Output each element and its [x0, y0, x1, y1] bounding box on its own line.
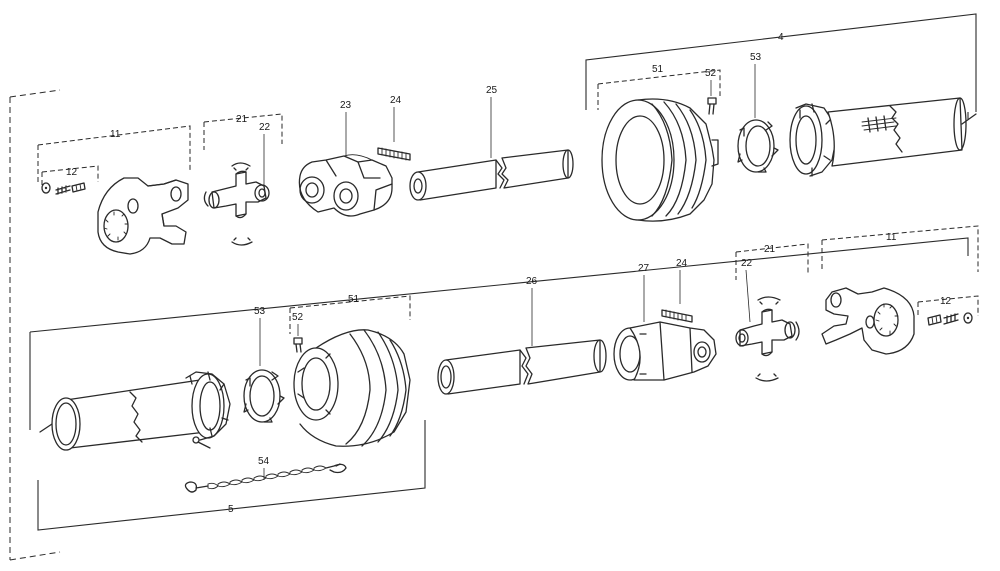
bearing-ring-lower: 53 [243, 306, 285, 423]
callout-outer-yoke: 27 [638, 263, 650, 274]
callout-pin-lower: 24 [676, 258, 688, 269]
callout-yoke-right: 11 [886, 232, 897, 243]
guard-cone-lower [293, 329, 411, 447]
cross-upper [203, 162, 270, 246]
cross-lower [735, 296, 800, 382]
callout-cross-kit-left: 21 [236, 114, 248, 125]
guard-tube-lower [39, 371, 231, 451]
bracket-11-upper: 11 [37, 125, 191, 185]
pin-lower: 24 [661, 258, 693, 323]
tube-outer: 26 [437, 276, 607, 395]
callout-inner-yoke: 23 [340, 100, 352, 111]
inner-yoke: 23 [298, 100, 393, 217]
callout-cross-left: 22 [259, 122, 271, 133]
callout-cross-right: 22 [741, 258, 753, 269]
bracket-12-upper: 12 [41, 165, 99, 190]
callout-upper-assembly: 4 [778, 32, 784, 43]
guard-cone-upper [601, 98, 719, 222]
bolt-set-right [927, 312, 973, 326]
bracket-51-lower: 51 52 [289, 294, 411, 336]
callout-bearing-ring-upper: 53 [750, 52, 762, 63]
bracket-21-lower: 21 22 [735, 243, 809, 323]
callout-yoke-left: 11 [110, 129, 121, 140]
bracket-21-upper: 21 22 [203, 113, 283, 190]
callout-bearing-ring-lower: 53 [254, 306, 266, 317]
callout-screw-upper: 52 [705, 68, 717, 79]
bracket-11-lower: 11 [821, 225, 979, 272]
bearing-ring-upper: 53 [737, 52, 779, 173]
callout-bolt-right: 12 [940, 296, 952, 307]
frame-lines [9, 13, 977, 561]
tube-inner: 25 [409, 85, 574, 201]
callout-safety-chain: 54 [258, 456, 270, 467]
bracket-12-lower: 12 [917, 295, 979, 318]
bolt-set-left [41, 182, 86, 195]
screw-lower [293, 337, 303, 353]
screw-upper [707, 97, 717, 115]
callout-guard-cone-lower: 51 [348, 294, 360, 305]
bracket-51-upper: 51 52 [597, 64, 721, 110]
callout-cross-kit-right: 21 [764, 244, 776, 255]
callout-tube-outer: 26 [526, 276, 538, 287]
callout-bolt-left: 12 [66, 167, 78, 178]
guard-tube-upper [789, 97, 977, 177]
callout-lower-assembly: 5 [228, 504, 234, 515]
callout-tube-inner: 25 [486, 85, 498, 96]
callout-pin-upper: 24 [390, 95, 402, 106]
yoke-right-lower [821, 287, 915, 355]
callout-guard-cone-upper: 51 [652, 64, 664, 75]
safety-chain: 54 [184, 456, 347, 493]
outer-yoke: 27 [613, 263, 717, 381]
pin-upper: 24 [377, 95, 411, 161]
callout-screw-lower: 52 [292, 312, 304, 323]
yoke-left-upper [97, 177, 189, 255]
